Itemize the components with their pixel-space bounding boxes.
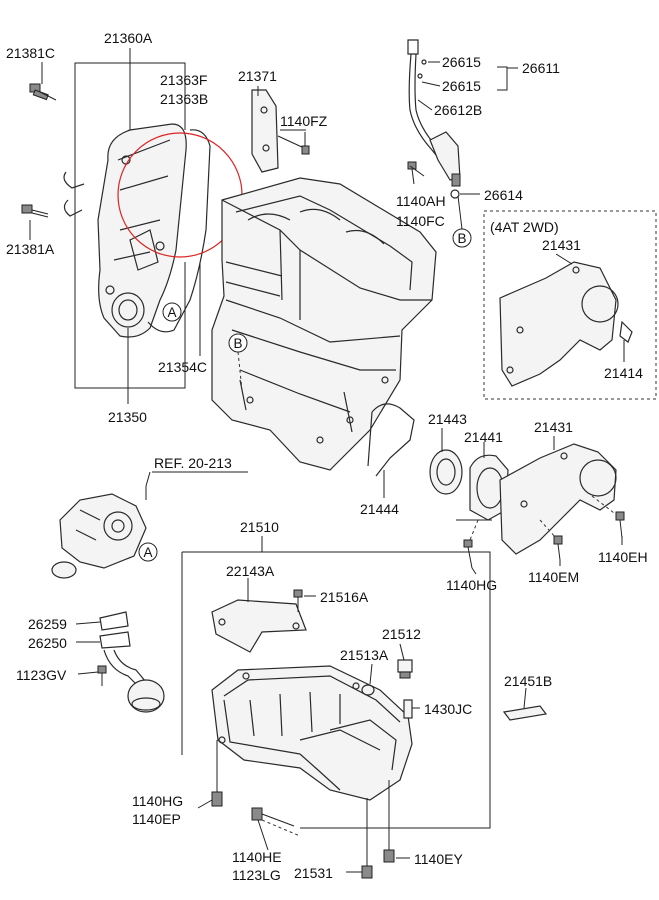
label-ref-20-213: REF. 20-213 [154,455,232,471]
label-21451B: 21451B [504,673,552,689]
bracket-21371 [251,89,279,173]
bolt-1140HE [251,807,295,827]
bolt-21381A [21,204,49,218]
oil-strainer [103,649,165,713]
bolt-1140HG-lower [211,740,223,807]
label-21431-lower: 21431 [534,419,573,435]
callout-b-block: B [228,333,248,353]
oil-dipstick [407,39,461,187]
timing-cover-gasket [147,129,211,333]
gasket-26259 [99,611,129,631]
end-plate-21431-4at [499,261,619,387]
label-21354C: 21354C [158,359,207,375]
oil-pan-gasket-22143A [211,599,307,653]
bolt-1140EM [553,535,563,561]
label-1140EM: 1140EM [528,569,579,585]
bolt-1140FZ [277,132,310,155]
bolt-1140EY [383,780,395,863]
label-4at-2wd: (4AT 2WD) [490,219,559,235]
label-1140EY: 1140EY [414,851,463,867]
label-21431-upper: 21431 [542,237,581,253]
svg-text:B: B [457,231,466,246]
label-21443: 21443 [428,411,467,427]
oil-pan [211,665,413,801]
label-1123GV: 1123GV [16,667,67,683]
label-1123LG: 1123LG [232,867,281,883]
oil-pump [51,493,147,579]
bolt-1140HG-upper [463,539,473,569]
label-21363F: 21363F [160,72,207,88]
gasket-21444 [367,403,415,477]
label-1140EH: 1140EH [598,549,648,565]
label-26259: 26259 [28,616,67,632]
label-1140HG-lower: 1140HG [132,793,183,809]
label-21381C: 21381C [6,45,55,61]
bolt-1140EH [615,511,625,539]
4at-2wd-group-box [483,210,657,400]
label-1140FC: 1140FC [396,213,445,229]
label-26611: 26611 [522,60,560,76]
bolt-21516A [293,589,303,612]
clip [63,171,85,217]
bracket-21414 [619,320,633,343]
bolt-21381C [29,83,57,101]
label-1140EP: 1140EP [132,811,181,827]
bolt-1123GV [97,665,107,686]
engine-block [211,177,437,471]
label-21531: 21531 [294,865,333,881]
svg-text:A: A [143,545,152,560]
label-26615-a: 26615 [442,54,481,70]
label-21381A: 21381A [6,241,55,257]
washer-21513A [361,684,375,696]
callout-b-dipstick: B [452,228,472,248]
svg-text:A: A [167,305,176,320]
label-21513A: 21513A [340,647,389,663]
label-22143A: 22143A [226,563,275,579]
seal-21443 [429,449,463,495]
gasket-26250 [99,631,131,649]
label-26250: 26250 [28,635,67,651]
label-26612B: 26612B [434,102,482,118]
label-1140HG-upper: 1140HG [446,577,497,593]
pin-1430JC [403,699,413,719]
label-21510: 21510 [240,519,279,535]
label-21441: 21441 [464,429,503,445]
label-21414: 21414 [604,365,643,381]
label-21444: 21444 [360,501,399,517]
oring-26614 [450,189,460,199]
label-1140FZ: 1140FZ [280,113,328,129]
label-1430JC: 1430JC [424,701,472,717]
end-plate-21431 [499,443,617,555]
svg-text:B: B [233,336,242,351]
label-1140HE: 1140HE [232,849,282,865]
label-21350: 21350 [108,409,147,425]
label-26615-b: 26615 [442,78,481,94]
label-21371: 21371 [238,68,277,84]
bolt-21531 [361,798,373,879]
label-1140AH: 1140AH [396,193,446,209]
bolt-1140AH [407,161,417,185]
label-21363B: 21363B [160,91,208,107]
label-21512: 21512 [382,626,421,642]
plug-21512 [397,659,413,679]
callout-a-upper: A [162,302,182,322]
label-21516A: 21516A [320,589,369,605]
oil-pan-group-bracket [182,551,491,829]
sealant-21451B [502,705,548,721]
timing-cover-group-bracket [74,62,130,389]
label-21360A: 21360A [104,30,153,46]
callout-a-lower: A [138,542,158,562]
label-26614: 26614 [484,187,523,203]
